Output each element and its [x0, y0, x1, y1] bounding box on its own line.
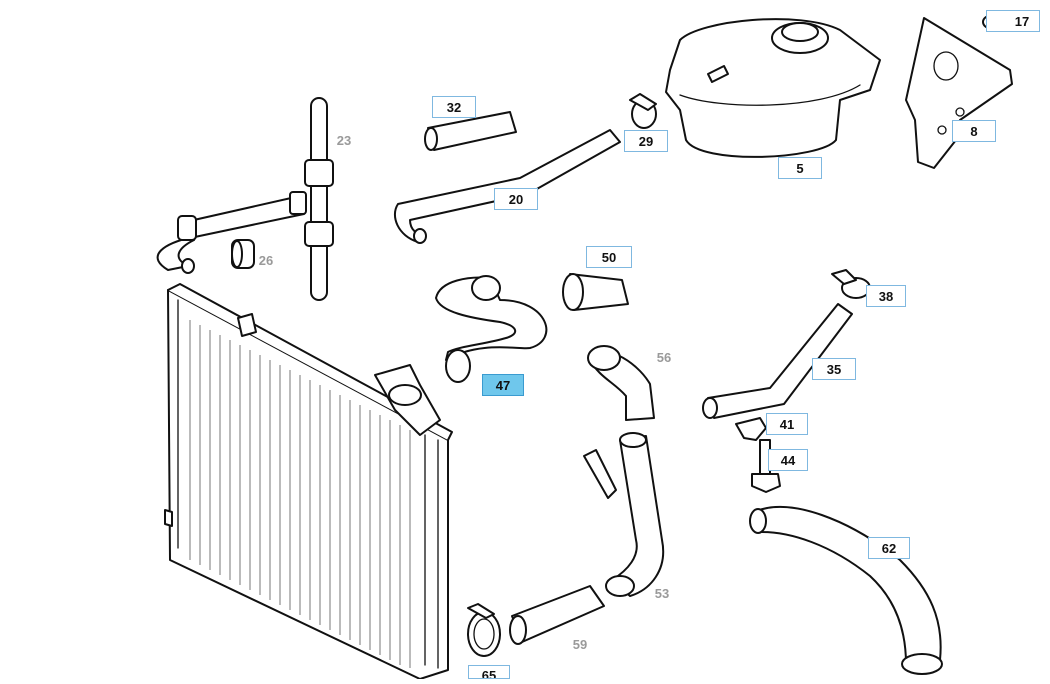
clamp-29-part[interactable] [629, 93, 657, 129]
label-23-text: 23 [336, 133, 352, 148]
label-44-text: 44 [780, 453, 796, 468]
label-62-text: 62 [881, 541, 897, 556]
label-8-text: 8 [970, 124, 978, 139]
label-20-text: 20 [508, 192, 524, 207]
label-47-text: 47 [495, 378, 511, 393]
label-65-text: 65 [481, 668, 497, 679]
label-38[interactable]: 38 [866, 285, 906, 307]
label-5-text: 5 [796, 161, 804, 176]
label-41-text: 41 [779, 417, 795, 432]
hose-62-part[interactable] [749, 506, 943, 675]
label-38-text: 38 [878, 289, 894, 304]
label-53-text: 53 [654, 586, 670, 601]
label-56-text: 56 [656, 350, 672, 365]
hose-35-part[interactable] [702, 303, 853, 419]
label-32-text: 32 [446, 100, 462, 115]
clamp-38-part[interactable] [831, 269, 871, 299]
tank-5-part[interactable] [665, 18, 881, 158]
label-41[interactable]: 41 [766, 413, 808, 435]
label-29-text: 29 [638, 134, 654, 149]
label-5[interactable]: 5 [778, 157, 822, 179]
hose-20-part[interactable] [393, 129, 621, 244]
label-23[interactable]: 23 [330, 130, 358, 152]
label-35-text: 35 [826, 362, 842, 377]
label-50[interactable]: 50 [586, 246, 632, 268]
label-8[interactable]: 8 [952, 120, 996, 142]
clip-41-part[interactable] [735, 417, 767, 441]
label-65[interactable]: 65 [468, 665, 510, 679]
label-44[interactable]: 44 [768, 449, 808, 471]
elbow-56-part[interactable] [587, 345, 655, 421]
hose-47-part[interactable] [435, 275, 548, 383]
hose-59-part[interactable] [509, 585, 605, 645]
bracket-8-part[interactable] [905, 17, 1013, 169]
tube-32-part[interactable] [424, 111, 517, 151]
label-35[interactable]: 35 [812, 358, 856, 380]
screw-44-part[interactable] [751, 439, 781, 493]
label-47-highlighted[interactable]: 47 [482, 374, 524, 396]
hose-53-part[interactable] [583, 432, 665, 597]
label-50-text: 50 [601, 250, 617, 265]
clamp-65-part[interactable] [467, 603, 501, 657]
label-32[interactable]: 32 [432, 96, 476, 118]
label-53[interactable]: 53 [648, 583, 676, 605]
label-29[interactable]: 29 [624, 130, 668, 152]
label-62[interactable]: 62 [868, 537, 910, 559]
ring-26-part[interactable] [231, 239, 255, 269]
label-17-text: 17 [1014, 14, 1030, 29]
label-26[interactable]: 26 [252, 250, 280, 272]
label-26-text: 26 [258, 253, 274, 268]
label-17[interactable]: 17 [986, 10, 1040, 32]
pipe-23-part[interactable] [156, 97, 334, 301]
label-59[interactable]: 59 [566, 634, 594, 656]
label-56[interactable]: 56 [650, 347, 678, 369]
label-59-text: 59 [572, 637, 588, 652]
sleeve-50-part[interactable] [562, 273, 629, 311]
label-20[interactable]: 20 [494, 188, 538, 210]
radiator-part[interactable] [164, 283, 453, 680]
